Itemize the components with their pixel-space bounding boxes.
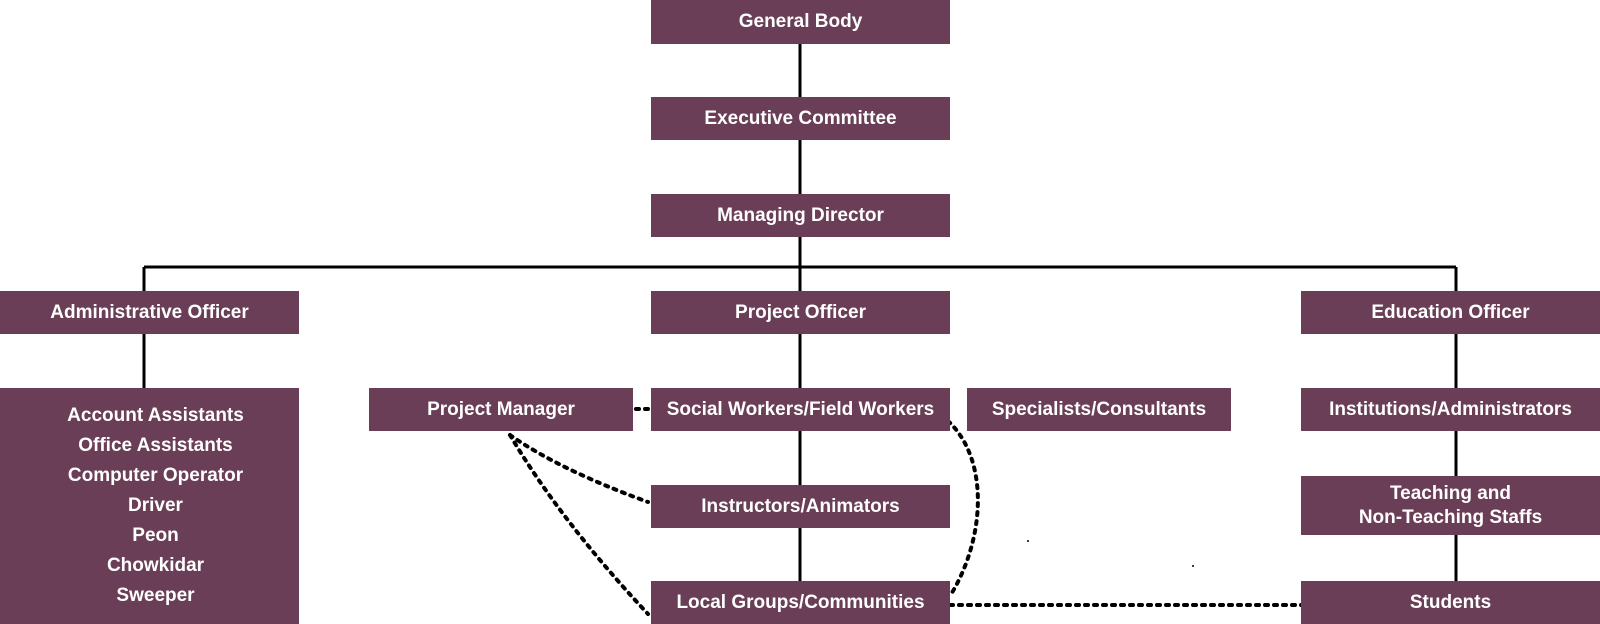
project-officer-label: Project Officer — [735, 301, 866, 323]
dotted-social-to-local — [946, 419, 980, 598]
managing-director-label: Managing Director — [717, 204, 884, 226]
project-manager-box: Project Manager — [369, 388, 633, 431]
institutions-box: Institutions/Administrators — [1301, 388, 1600, 431]
admin-staff-item: Account Assistants — [67, 405, 244, 426]
general-body-box: General Body — [651, 0, 950, 44]
education-officer-label: Education Officer — [1371, 301, 1530, 323]
administrative-officer-box: Administrative Officer — [0, 291, 299, 334]
institutions-label: Institutions/Administrators — [1329, 398, 1572, 420]
stray-dot-1 — [1027, 540, 1029, 542]
dotted-pm-to-local — [508, 433, 650, 616]
instructors-box: Instructors/Animators — [651, 485, 950, 528]
admin-staff-item: Computer Operator — [67, 465, 244, 486]
students-label: Students — [1409, 591, 1492, 613]
stray-dot-2 — [1192, 565, 1194, 567]
executive-committee-label: Executive Committee — [704, 107, 897, 129]
teaching-staff-box: Teaching and Non-Teaching Staffs — [1301, 476, 1600, 535]
admin-staff-box: Account Assistants Office Assistants Com… — [0, 388, 299, 624]
specialists-box: Specialists/Consultants — [967, 388, 1231, 431]
admin-staff-item: Office Assistants — [78, 435, 233, 456]
project-manager-label: Project Manager — [427, 398, 575, 420]
students-box: Students — [1301, 581, 1600, 624]
teaching-staff-line: Teaching and — [1389, 482, 1512, 504]
administrative-officer-label: Administrative Officer — [50, 301, 249, 323]
instructors-label: Instructors/Animators — [701, 495, 900, 517]
local-groups-label: Local Groups/Communities — [676, 591, 925, 613]
admin-staff-item: Driver — [128, 495, 183, 516]
general-body-label: General Body — [738, 11, 863, 32]
specialists-label: Specialists/Consultants — [991, 398, 1207, 420]
admin-staff-item: Chowkidar — [106, 555, 205, 576]
local-groups-box: Local Groups/Communities — [651, 581, 950, 624]
social-workers-box: Social Workers/Field Workers — [651, 388, 950, 431]
admin-staff-item: Sweeper — [116, 585, 195, 606]
admin-staff-item: Peon — [132, 525, 179, 546]
social-workers-label: Social Workers/Field Workers — [666, 398, 935, 420]
executive-committee-box: Executive Committee — [651, 97, 950, 140]
teaching-staff-line: Non-Teaching Staffs — [1358, 506, 1543, 528]
project-officer-box: Project Officer — [651, 291, 950, 334]
education-officer-box: Education Officer — [1301, 291, 1600, 334]
managing-director-box: Managing Director — [651, 194, 950, 237]
